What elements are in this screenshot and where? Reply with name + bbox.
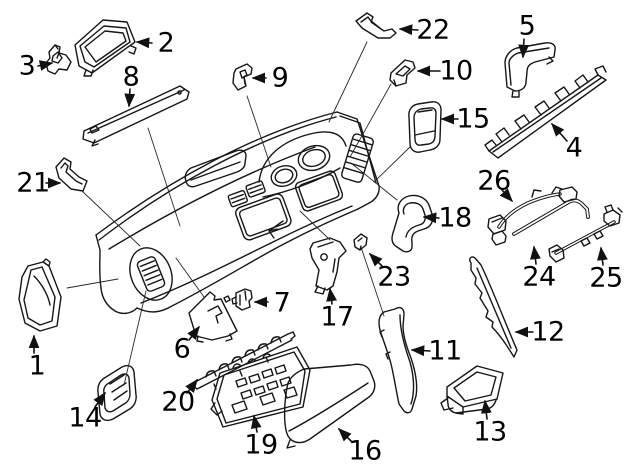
callout-6-arrow [187,325,200,341]
lead-part-17 [299,210,331,241]
callout-2-arrow [135,37,153,49]
lead-part-18 [350,162,398,201]
callout-8-arrow [124,88,136,108]
lead-part-8 [147,127,181,227]
part-17-drawing [309,237,347,295]
part-4-drawing [484,65,607,159]
callout-arrows [28,24,608,443]
direction-arrow [268,220,284,239]
part-2-drawing [74,19,137,77]
dashboard-assembly-drawing [95,111,380,315]
part-25-drawing [548,204,623,263]
part-16-drawing [283,363,376,449]
part-8-drawing [82,85,190,147]
part-21-drawing [55,157,88,192]
part-22-drawing [355,12,397,39]
callout-25-arrow [597,246,608,266]
center-vents [227,180,266,208]
callout-24-arrow [530,245,541,265]
callout-11-arrow [410,345,431,357]
callout-13-arrow [480,399,492,420]
part-18-drawing [391,194,434,253]
part-13-drawing [440,365,504,415]
part-23-drawing [353,233,368,251]
side-display-opening [294,170,344,212]
lead-part-14 [123,290,147,386]
part-3-drawing [45,44,72,75]
part-26-drawing [487,186,578,246]
callout-17-arrow [326,287,338,305]
lead-part-9 [246,95,272,168]
callout-23-arrow [369,253,384,268]
lead-part-6 [175,257,205,298]
part-24-drawing [512,198,590,236]
lead-part-11 [360,246,385,317]
part-15-drawing [408,101,442,153]
part-19-drawing [210,346,311,428]
part-9-drawing [232,63,253,91]
lead-part-10 [349,83,392,158]
part-12-drawing [469,256,518,358]
right-vent-grille [341,133,374,183]
callout-14-arrow [93,391,106,408]
callout-26-arrow [499,188,513,203]
part-10-drawing [389,59,416,87]
part-1-drawing [18,258,62,332]
part-14-drawing [97,364,137,422]
callout-5-arrow [518,38,530,59]
callout-19-arrow [250,414,262,433]
callout-18-arrow [422,212,440,224]
lead-lines [66,41,411,386]
lead-part-15 [373,146,411,183]
part-11-drawing [378,306,418,414]
part-7-drawing [231,288,253,311]
lead-part-22 [328,41,368,123]
callout-16-arrow [338,428,353,443]
lead-part-1 [66,278,119,289]
part-6-drawing [188,291,238,343]
callout-20-arrow [185,378,198,394]
callout-3-arrow [37,60,54,71]
center-display-opening [235,193,292,241]
callout-22-arrow [398,24,419,36]
part-5-drawing [504,42,556,98]
left-vent-grille [129,247,173,301]
callout-4-arrow [551,122,568,142]
lead-part-21 [81,190,141,247]
